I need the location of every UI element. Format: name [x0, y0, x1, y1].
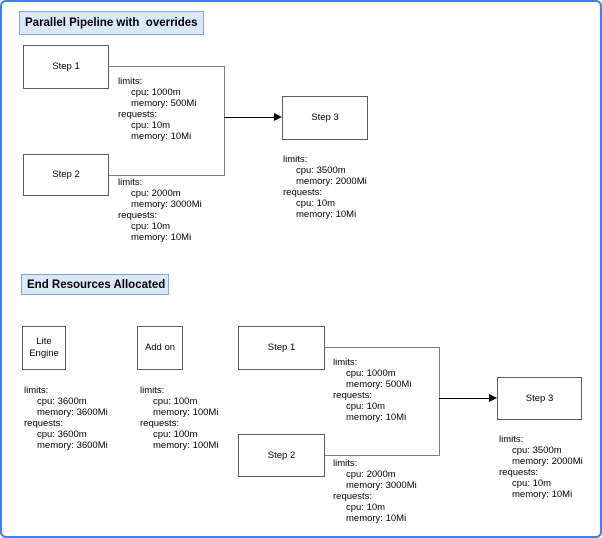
- node-bottom-step2: Step 2: [238, 434, 325, 477]
- resource-line: memory: 10Mi: [296, 208, 357, 220]
- resource-line: cpu: 3600m: [37, 428, 87, 440]
- resource-line: limits:: [118, 177, 143, 188]
- resource-line: cpu: 3500m: [296, 164, 346, 176]
- resource-line: cpu: 100m: [153, 428, 198, 440]
- node-top-step1: Step 1: [23, 45, 109, 89]
- resource-line: limits:: [333, 458, 358, 469]
- resource-block-top-step1: limits: cpu: 1000m memory: 500Mi request…: [118, 76, 197, 142]
- resource-line: memory: 10Mi: [131, 231, 192, 243]
- resource-line: cpu: 100m: [153, 395, 198, 407]
- node-label: Add on: [144, 342, 176, 353]
- resource-block-top-step3: limits: cpu: 3500m memory: 2000Mi reques…: [283, 154, 367, 220]
- resource-line: limits:: [118, 76, 143, 87]
- resource-line: cpu: 10m: [131, 119, 171, 131]
- resource-block-add-on: limits: cpu: 100m memory: 100Mi requests…: [140, 385, 219, 451]
- resource-block-bottom-step3: limits: cpu: 3500m memory: 2000Mi reques…: [499, 434, 583, 500]
- resource-line: cpu: 10m: [296, 197, 336, 209]
- node-label: Step 1: [267, 342, 296, 353]
- node-label: Engine: [29, 348, 59, 359]
- resource-line: memory: 3000Mi: [346, 479, 417, 491]
- resource-line: cpu: 2000m: [346, 468, 396, 480]
- resource-line: limits:: [333, 357, 358, 368]
- resource-line: cpu: 10m: [346, 400, 386, 412]
- resource-block-top-step2: limits: cpu: 2000m memory: 3000Mi reques…: [118, 177, 202, 243]
- resource-line: cpu: 1000m: [131, 86, 181, 98]
- section-title-end-resources: End Resources Allocated: [21, 274, 169, 295]
- resource-line: cpu: 10m: [131, 220, 171, 232]
- resource-line: cpu: 1000m: [346, 367, 396, 379]
- connector-bottom-step2: [325, 455, 439, 456]
- arrow-top-to-step3: [224, 117, 274, 118]
- resource-line: cpu: 3600m: [37, 395, 87, 407]
- connector-top-step1: [109, 66, 224, 67]
- resource-block-bottom-step2: limits: cpu: 2000m memory: 3000Mi reques…: [333, 458, 417, 524]
- resource-line: requests:: [283, 186, 323, 198]
- resource-line: memory: 2000Mi: [512, 455, 583, 467]
- connector-top-merge: [224, 66, 225, 176]
- resource-line: requests:: [140, 417, 180, 429]
- resource-line: limits:: [499, 434, 524, 445]
- node-label: Step 2: [267, 449, 296, 461]
- resource-line: cpu: 10m: [512, 477, 552, 489]
- node-lite-engine: Lite Engine: [22, 326, 66, 370]
- section-title-parallel-pipeline: Parallel Pipeline with overrides: [19, 11, 204, 35]
- resource-line: memory: 2000Mi: [296, 175, 367, 187]
- node-label: Step 3: [525, 392, 554, 404]
- resource-line: memory: 500Mi: [131, 97, 197, 109]
- resource-block-bottom-step1: limits: cpu: 1000m memory: 500Mi request…: [333, 357, 412, 423]
- node-bottom-step1: Step 1: [238, 326, 325, 370]
- node-top-step3: Step 3: [282, 96, 368, 140]
- node-label: Lite: [36, 336, 52, 347]
- resource-line: memory: 3000Mi: [131, 198, 202, 210]
- resource-line: cpu: 2000m: [131, 187, 181, 199]
- resource-line: requests:: [333, 389, 373, 401]
- connector-bottom-step1: [325, 347, 439, 348]
- resource-line: memory: 3600Mi: [37, 406, 108, 418]
- resource-line: limits:: [140, 385, 165, 396]
- resource-line: requests:: [24, 417, 64, 429]
- resource-line: requests:: [333, 490, 373, 502]
- node-top-step2: Step 2: [23, 154, 109, 196]
- resource-line: limits:: [24, 385, 49, 396]
- resource-line: requests:: [499, 466, 539, 478]
- arrowhead-icon: [489, 394, 497, 402]
- resource-line: memory: 10Mi: [131, 130, 192, 142]
- resource-line: memory: 3600Mi: [37, 439, 108, 451]
- resource-line: memory: 100Mi: [153, 406, 219, 418]
- connector-top-step2: [109, 175, 224, 176]
- resource-line: cpu: 3500m: [512, 444, 562, 456]
- node-label: Step 1: [52, 61, 80, 72]
- resource-line: requests:: [118, 209, 158, 221]
- resource-line: memory: 10Mi: [346, 411, 407, 423]
- resource-line: cpu: 10m: [346, 501, 386, 513]
- node-add-on: Add on: [137, 326, 183, 370]
- connector-bottom-merge: [439, 347, 440, 456]
- node-label: Step 2: [52, 169, 80, 180]
- arrowhead-icon: [274, 113, 282, 121]
- node-label: Step 3: [311, 112, 339, 123]
- resource-line: memory: 10Mi: [346, 512, 407, 524]
- resource-line: requests:: [118, 108, 158, 120]
- resource-line: memory: 100Mi: [153, 439, 219, 451]
- resource-line: limits:: [283, 154, 308, 165]
- arrow-bottom-to-step3: [439, 398, 489, 399]
- resource-block-lite-engine: limits: cpu: 3600m memory: 3600Mi reques…: [24, 385, 108, 451]
- resource-line: memory: 500Mi: [346, 378, 412, 390]
- node-bottom-step3: Step 3: [497, 377, 582, 420]
- resource-line: memory: 10Mi: [512, 488, 573, 500]
